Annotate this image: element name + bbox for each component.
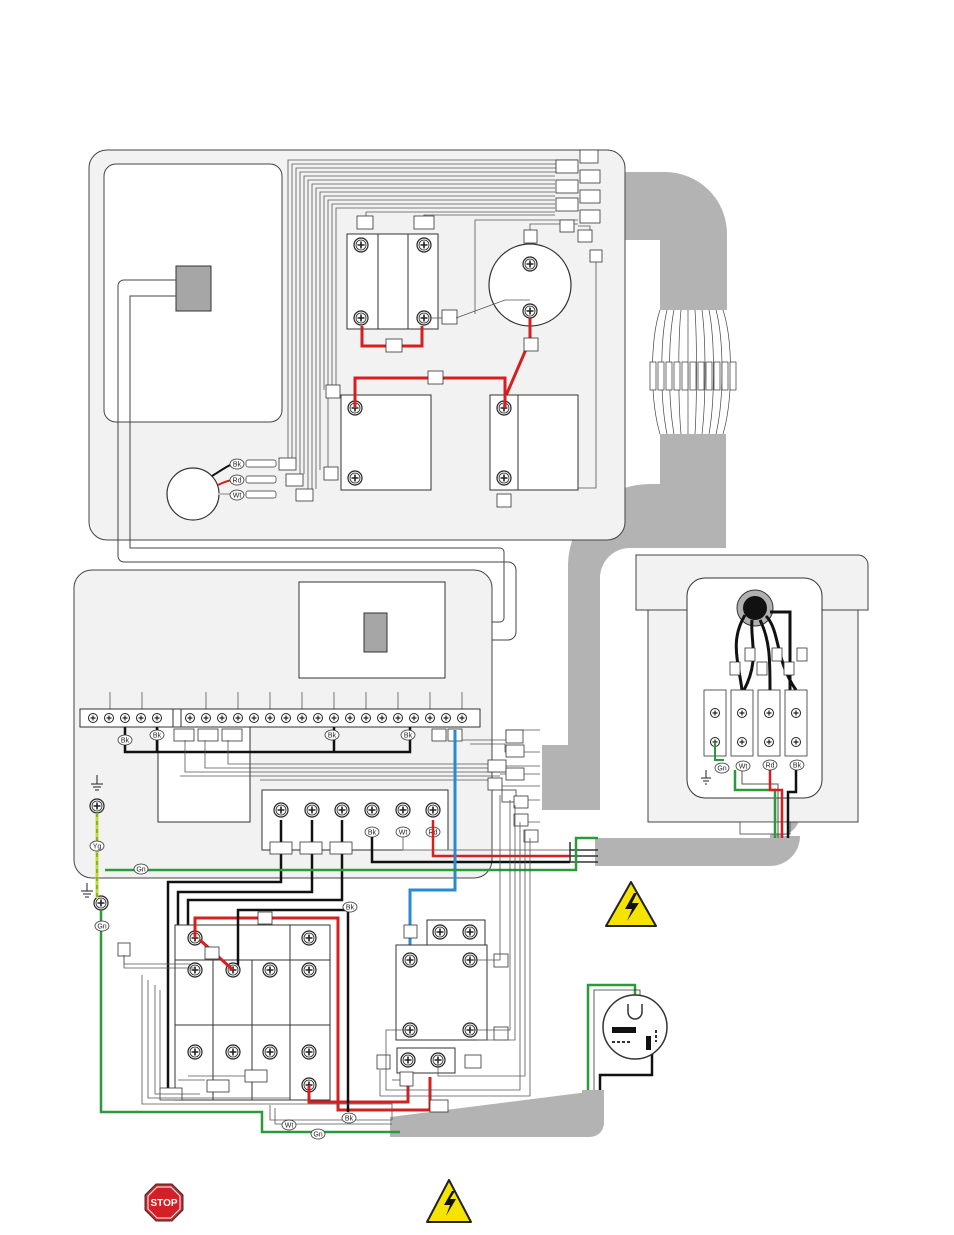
warning-icon — [427, 1180, 471, 1222]
conduit-upper-elbow — [625, 172, 727, 310]
svg-text:Bk: Bk — [793, 763, 802, 770]
lower-main-panel: Bk Bk Bk Bk — [74, 570, 598, 1090]
wire-label-bk-receptacle: Bk — [790, 760, 804, 770]
warning-icon — [606, 882, 656, 926]
svg-text:Bk: Bk — [121, 738, 130, 745]
svg-text:Gn: Gn — [313, 1132, 322, 1139]
svg-text:Rd: Rd — [766, 763, 775, 770]
svg-text:Bk: Bk — [153, 733, 162, 740]
svg-text:Bk: Bk — [328, 733, 337, 740]
wire-label-gn-left: Gn — [95, 921, 109, 931]
wire-label-bk-strip-4: Bk — [401, 730, 415, 740]
wire-label-bk-mains: Bk — [365, 827, 379, 837]
display-connector — [176, 266, 211, 311]
svg-text:Yg: Yg — [93, 844, 102, 851]
relay-block-right — [490, 395, 578, 490]
wire-label-bk-strip-1: Bk — [118, 735, 132, 745]
wire-label-yg: Yg — [90, 841, 104, 851]
wire-label-gn-mid: Gn — [134, 864, 148, 874]
wire-label-wt-mains: Wt — [396, 827, 410, 837]
svg-text:Bk: Bk — [233, 462, 242, 469]
wire-connector-row — [650, 362, 736, 390]
wire-label-bk-contactor: Bk — [343, 902, 357, 912]
wire-label-rd-receptacle: Rd — [763, 760, 777, 770]
svg-text:Wt: Wt — [399, 830, 408, 837]
svg-text:Gn: Gn — [97, 924, 106, 931]
wire-label-gn-receptacle: Gn — [715, 763, 729, 773]
wire-label-wt-bottom: Wt — [282, 1120, 296, 1130]
wire-label-gn-bottom: Gn — [311, 1129, 325, 1139]
svg-text:Rd: Rd — [233, 478, 242, 485]
wire-label-bk-strip-2: Bk — [150, 730, 164, 740]
conduit-to-plug — [390, 1090, 604, 1137]
svg-text:Bk: Bk — [346, 905, 355, 912]
wire-label-wt-motor: Wt — [230, 490, 244, 500]
plug-face — [588, 985, 667, 1090]
svg-text:Bk: Bk — [404, 733, 413, 740]
wire-nuts-motor — [246, 460, 276, 498]
wire-label-wt-receptacle: Wt — [736, 761, 750, 771]
svg-text:STOP: STOP — [150, 1198, 177, 1209]
svg-text:Wt: Wt — [739, 764, 748, 771]
upper-control-box: Bk Rd Wt — [89, 150, 625, 640]
svg-text:Bk: Bk — [368, 830, 377, 837]
svg-text:Gn: Gn — [717, 766, 726, 773]
svg-text:Gn: Gn — [136, 867, 145, 874]
board-connector — [364, 613, 387, 652]
relay-block-left — [341, 395, 431, 490]
svg-text:Wt: Wt — [233, 493, 242, 500]
svg-text:Bk: Bk — [345, 1116, 354, 1123]
stop-icon: STOP — [145, 1184, 183, 1221]
wire-label-bk-motor: Bk — [230, 459, 244, 469]
conduit-mid-bottom — [660, 434, 726, 484]
ground-screw-bottom — [94, 896, 108, 910]
wire-label-rd-motor: Rd — [230, 475, 244, 485]
ground-screw-top — [90, 799, 104, 813]
wire-label-bk-bottom: Bk — [342, 1113, 356, 1123]
svg-text:Wt: Wt — [285, 1123, 294, 1130]
wire-label-bk-strip-3: Bk — [325, 730, 339, 740]
motor-upper — [167, 468, 219, 520]
receptacle-box: Gn Wt Rd Bk — [636, 555, 868, 838]
